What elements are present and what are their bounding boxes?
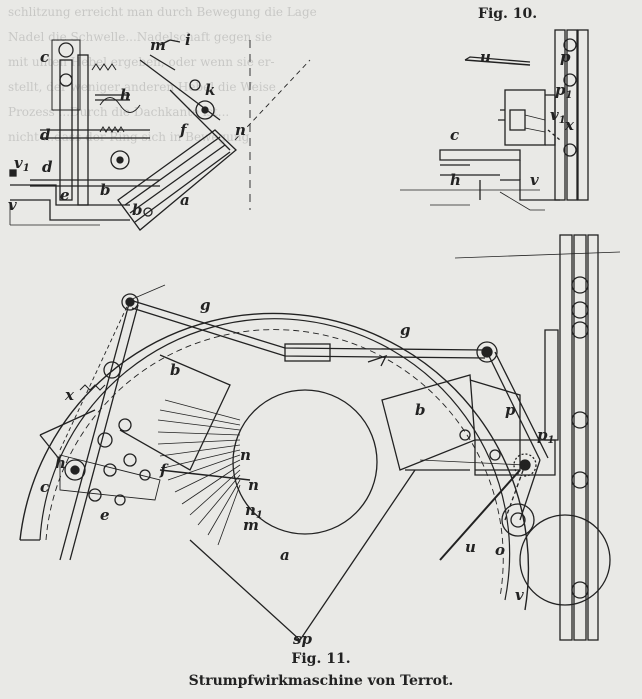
label-d2: d <box>42 158 53 176</box>
figure-10-label: Fig. 10. <box>478 6 538 22</box>
label-g: g <box>200 296 211 314</box>
label-m: m <box>150 36 166 54</box>
label-n: n <box>235 121 246 139</box>
label-p4: p1 <box>537 426 554 446</box>
label-v3: v <box>515 586 524 604</box>
label-b2: b <box>132 201 143 219</box>
label-v2: v <box>530 171 539 189</box>
figure-caption: Strumpfwirkmaschine von Terrot. <box>188 673 454 689</box>
label-b3: b <box>170 361 181 379</box>
label-x2: x <box>64 386 75 404</box>
label-b4: b <box>415 401 426 419</box>
label-k: k <box>205 81 215 99</box>
label-g2: g <box>400 321 411 339</box>
label-h: h <box>120 86 131 104</box>
label-f2: f <box>159 461 169 479</box>
fig10-right-drawing <box>400 29 589 211</box>
label-b: b <box>100 181 111 199</box>
label-h2: h <box>450 171 461 189</box>
label-c3: c <box>40 478 49 496</box>
label-d: d <box>40 126 51 144</box>
label-n3: n <box>248 476 259 494</box>
label-m2: m <box>243 516 259 534</box>
label-n2: n <box>240 446 251 464</box>
label-v1: v1 <box>14 154 30 174</box>
label-a2: a <box>280 546 290 564</box>
label-c2: c <box>450 126 459 144</box>
label-u: u <box>480 48 491 66</box>
label-v1b: v1 <box>550 106 566 126</box>
label-f: f <box>179 121 189 139</box>
label-v: v <box>8 196 17 214</box>
label-p1: p1 <box>555 81 572 101</box>
fig11-drawing <box>19 234 621 641</box>
label-x: x <box>564 116 575 134</box>
label-p3: p <box>505 401 516 419</box>
label-i: i <box>185 31 191 49</box>
label-o: o <box>495 541 505 559</box>
label-e2: e <box>100 506 110 524</box>
label-p: p <box>560 48 571 66</box>
label-e: e <box>60 186 70 204</box>
label-h3: h <box>55 454 66 472</box>
fig10-left-drawing <box>9 39 311 231</box>
diagram-letter-labels: c m i h k f d d b e v v1 n a b u p p1 v1… <box>8 31 575 648</box>
label-c: c <box>40 48 49 66</box>
label-sp: sp <box>293 630 312 648</box>
label-u2: u <box>465 538 476 556</box>
figure-11-label: Fig. 11. <box>291 651 351 667</box>
label-a: a <box>180 191 190 209</box>
